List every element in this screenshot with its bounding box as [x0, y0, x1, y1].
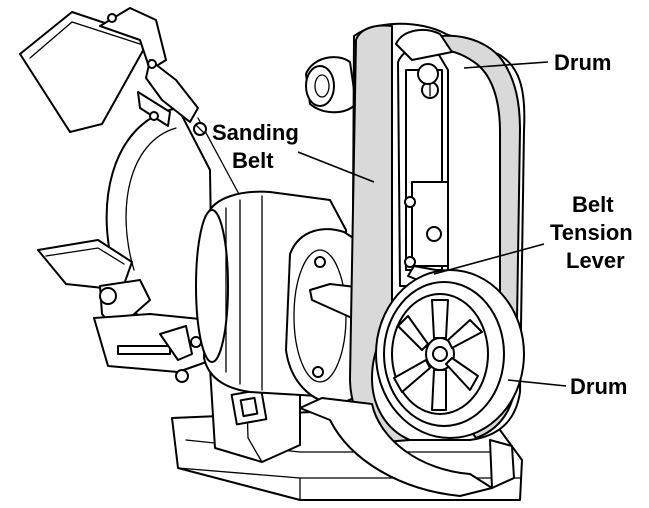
leader-drum-top [463, 61, 549, 69]
leader-belt-tension [433, 243, 545, 275]
leader-sanding-belt [297, 151, 375, 183]
upper-knob [305, 56, 357, 114]
label-sanding-belt-line2: Belt [232, 148, 274, 173]
label-drum-top: Drum [554, 50, 611, 75]
eye-shield-bracket [99, 7, 199, 127]
leader-drum-bottom [507, 379, 567, 387]
power-switch-icon [230, 388, 268, 426]
guard-screw-icon [193, 122, 207, 136]
label-belt-tension-line2: Tension [550, 220, 633, 245]
bottom-drum [375, 269, 525, 439]
label-belt-tension-line3: Lever [566, 248, 625, 273]
top-drum [395, 28, 453, 85]
label-belt-tension-line1: Belt [572, 192, 614, 217]
label-sanding-belt-line1: Sanding [212, 120, 299, 145]
lower-guard [299, 397, 515, 497]
tool-rest [37, 239, 213, 383]
label-drum-bottom: Drum [570, 374, 627, 399]
leader-lines [297, 61, 567, 387]
eye-shield [19, 11, 151, 133]
